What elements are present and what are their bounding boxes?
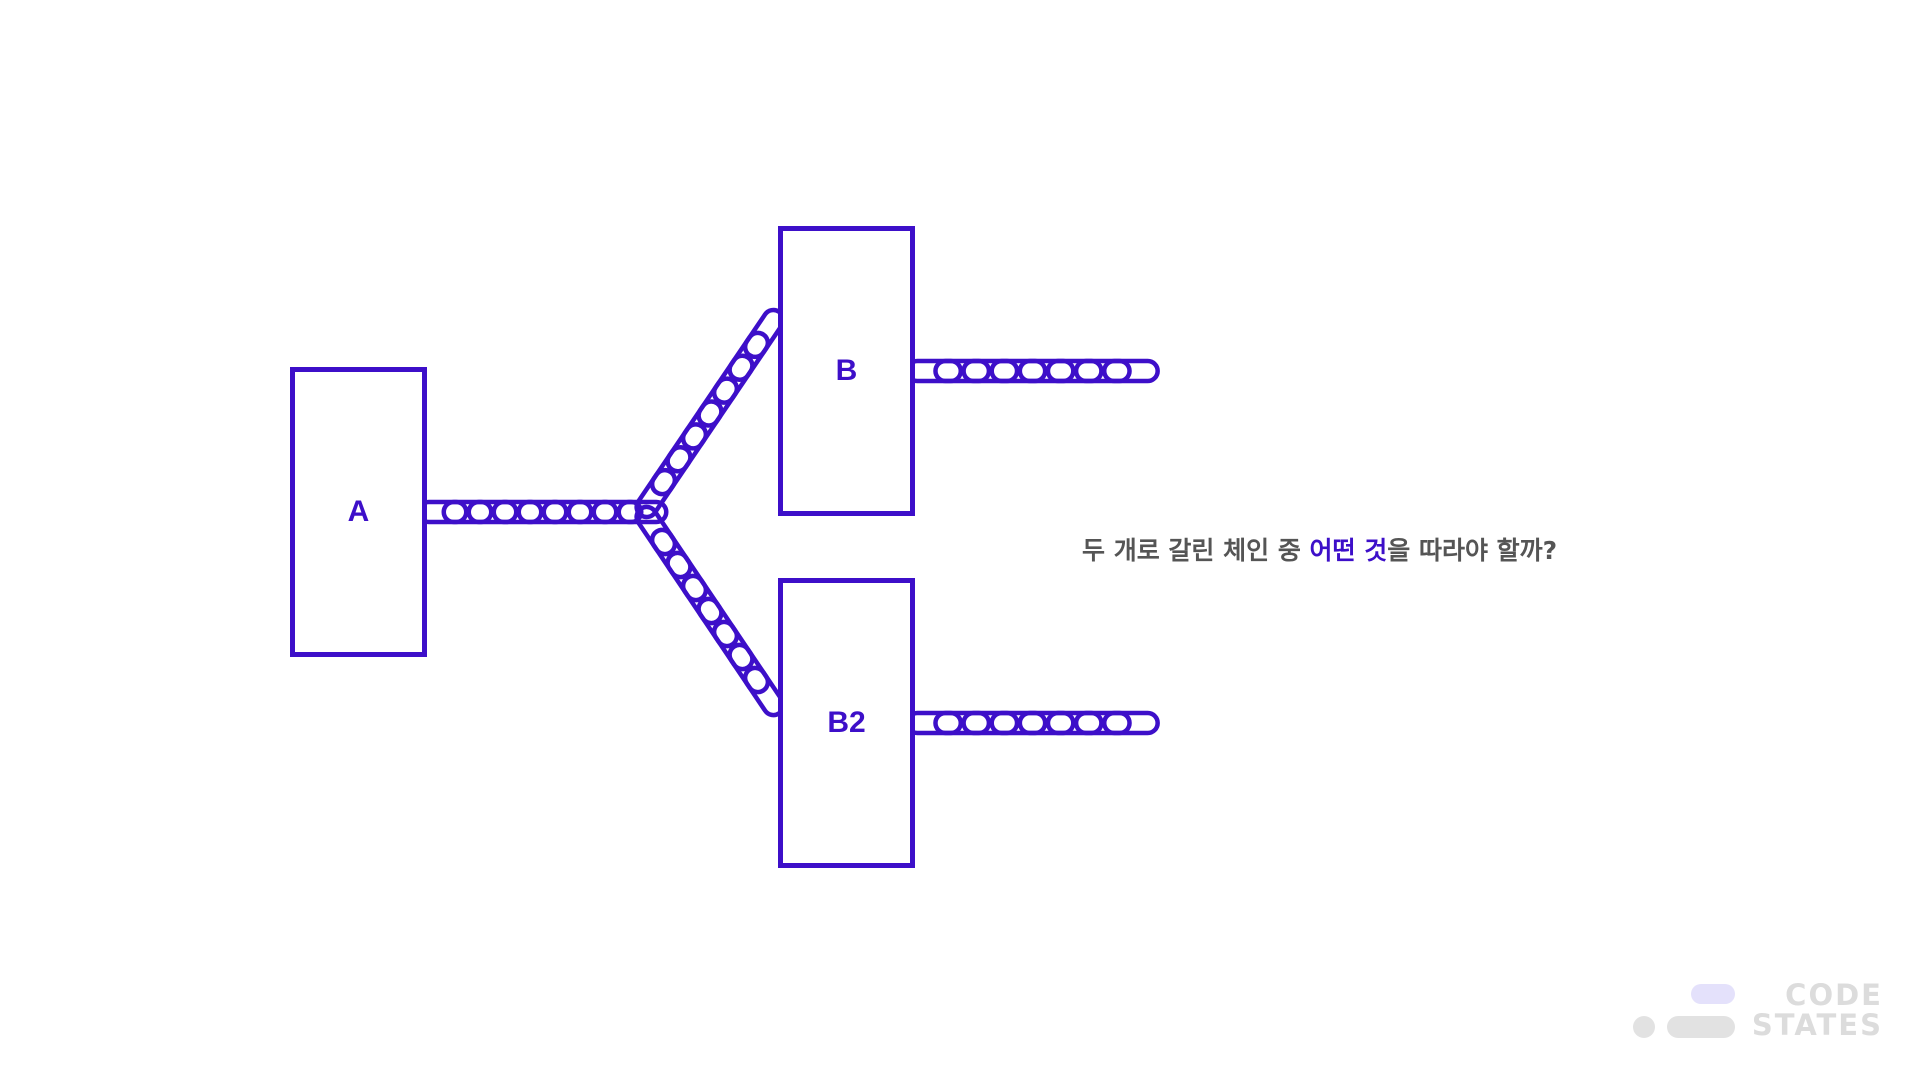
chain-fork-to-b2-link xyxy=(696,596,740,649)
chain-b2-out-link xyxy=(1073,710,1132,736)
chain-links xyxy=(416,307,1160,736)
block-a-label: A xyxy=(347,495,370,528)
chain-b-out-link xyxy=(1073,358,1132,384)
chain-a-to-fork-link xyxy=(616,499,669,525)
chain-a-to-fork-link xyxy=(566,499,619,525)
chain-a-to-fork-link xyxy=(541,499,594,525)
codestates-logo: CODE STATES xyxy=(1633,980,1883,1040)
block-b2-label: B2 xyxy=(827,706,866,739)
chain-b2-out-link xyxy=(989,710,1048,736)
chain-b2-out-link xyxy=(1017,710,1076,736)
chain-fork-to-b-link xyxy=(665,422,709,474)
fork-question: 두 개로 갈린 체인 중 어떤 것을 따라야 할까? xyxy=(1082,531,1557,567)
chain-b-out-link xyxy=(1101,358,1160,384)
question-text-after: 을 따라야 할까? xyxy=(1387,536,1558,565)
chain-b2-out-link xyxy=(1045,710,1104,736)
chain-fork-to-b2-link xyxy=(727,642,771,695)
block-b2: B2 xyxy=(778,578,915,868)
chain-fork-to-b-link xyxy=(680,399,724,451)
block-b: B xyxy=(778,226,915,516)
chain-b-out-link xyxy=(1017,358,1076,384)
logo-pill-bottom xyxy=(1667,1016,1735,1038)
logo-word-states: STATES xyxy=(1751,1008,1883,1042)
chain-b-out-link xyxy=(989,358,1048,384)
chain-fork-to-b2-link xyxy=(634,504,678,557)
chain-a-to-fork-link xyxy=(516,499,569,525)
chain-fork-to-b2-link xyxy=(665,550,709,603)
chain-b-out-link xyxy=(961,358,1020,384)
chain-b2-out-link xyxy=(961,710,1020,736)
chain-a-to-fork-link xyxy=(591,499,644,525)
logo-dot xyxy=(1633,1016,1655,1038)
chain-b-out-link xyxy=(1045,358,1104,384)
chain-fork-to-b-link xyxy=(649,444,693,497)
chain-a-to-fork-link xyxy=(466,499,519,525)
chain-fork-to-b-link xyxy=(711,353,755,405)
chain-a-to-fork-link xyxy=(491,499,544,525)
question-highlight: 어떤 것 xyxy=(1309,536,1388,565)
chain-a-to-fork-link xyxy=(441,499,494,525)
block-b-label: B xyxy=(835,354,858,387)
chain-fork-to-b-link xyxy=(727,330,771,383)
chain-fork-to-b-link xyxy=(696,376,740,428)
chain-fork-to-b-link xyxy=(634,467,678,520)
chain-fork-to-b2-link xyxy=(649,527,693,580)
chain-b-out-link xyxy=(933,358,992,384)
question-text-before: 두 개로 갈린 체인 중 xyxy=(1082,536,1310,565)
logo-word-code: CODE xyxy=(1785,978,1883,1012)
chain-b2-out-link xyxy=(1101,710,1160,736)
chain-b2-out-link xyxy=(933,710,992,736)
block-a: A xyxy=(290,367,427,657)
chain-fork-to-b2-link xyxy=(680,573,724,626)
logo-pill-top xyxy=(1691,984,1735,1004)
chain-fork-to-b2-link xyxy=(711,619,755,672)
